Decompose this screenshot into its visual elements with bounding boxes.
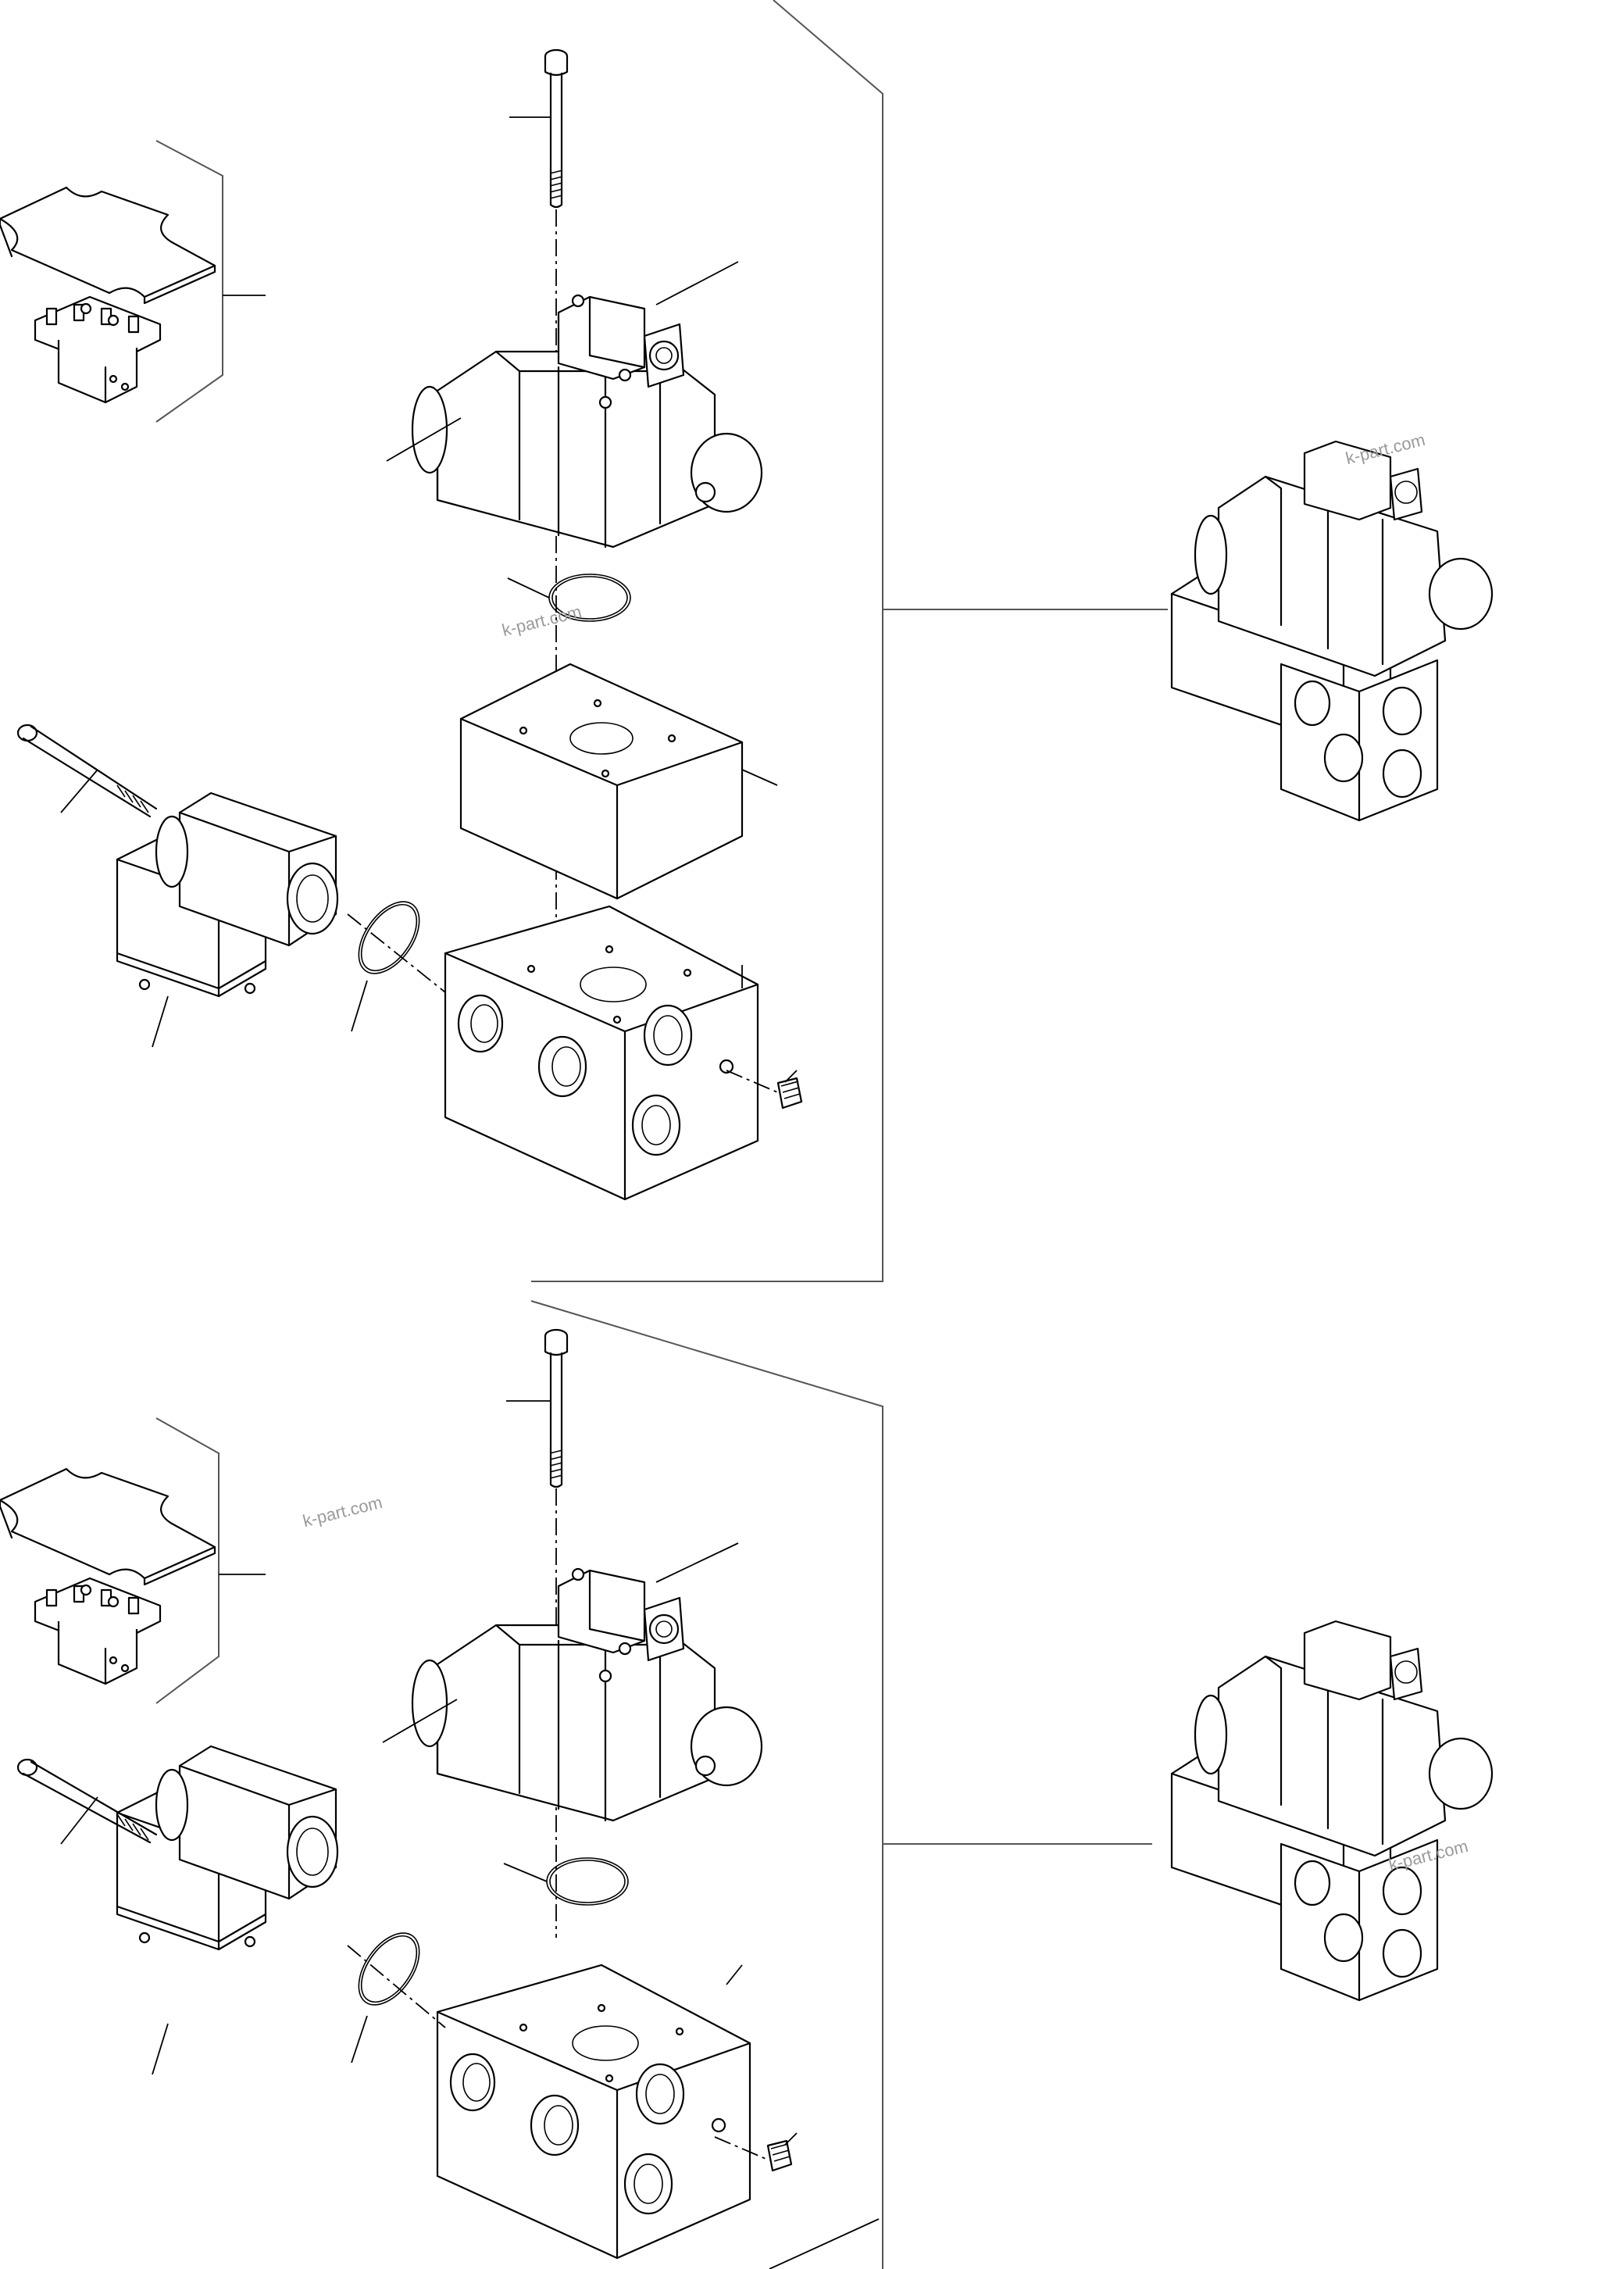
pilot-valve-icon [116,791,339,998]
plug-icon [776,1077,803,1109]
terminal-block-icon [34,295,162,404]
lower-assembly [0,1300,1494,2269]
plug-icon [766,2139,793,2172]
pilot-valve-icon [116,1745,339,1951]
assembled-valve-icon [1170,1620,1494,2002]
plate-icon [0,1467,216,1586]
long-bolt-icon [16,724,158,818]
cap-screw-icon [544,48,569,209]
cap-screw-icon [544,1328,569,1488]
solenoid-valve-icon [411,1567,763,1822]
manifold-block-icon [436,1963,751,2260]
spacer-block-icon [459,663,744,900]
upper-assembly [0,0,1494,1282]
solenoid-valve-icon [411,294,763,548]
o-ring-icon [345,1921,433,2017]
long-bolt-icon [16,1758,158,1844]
manifold-block-icon [444,905,759,1201]
assembled-valve-icon [1170,440,1494,822]
terminal-block-icon [34,1577,162,1685]
plate-icon [0,186,216,305]
o-ring-icon [546,1857,629,1906]
